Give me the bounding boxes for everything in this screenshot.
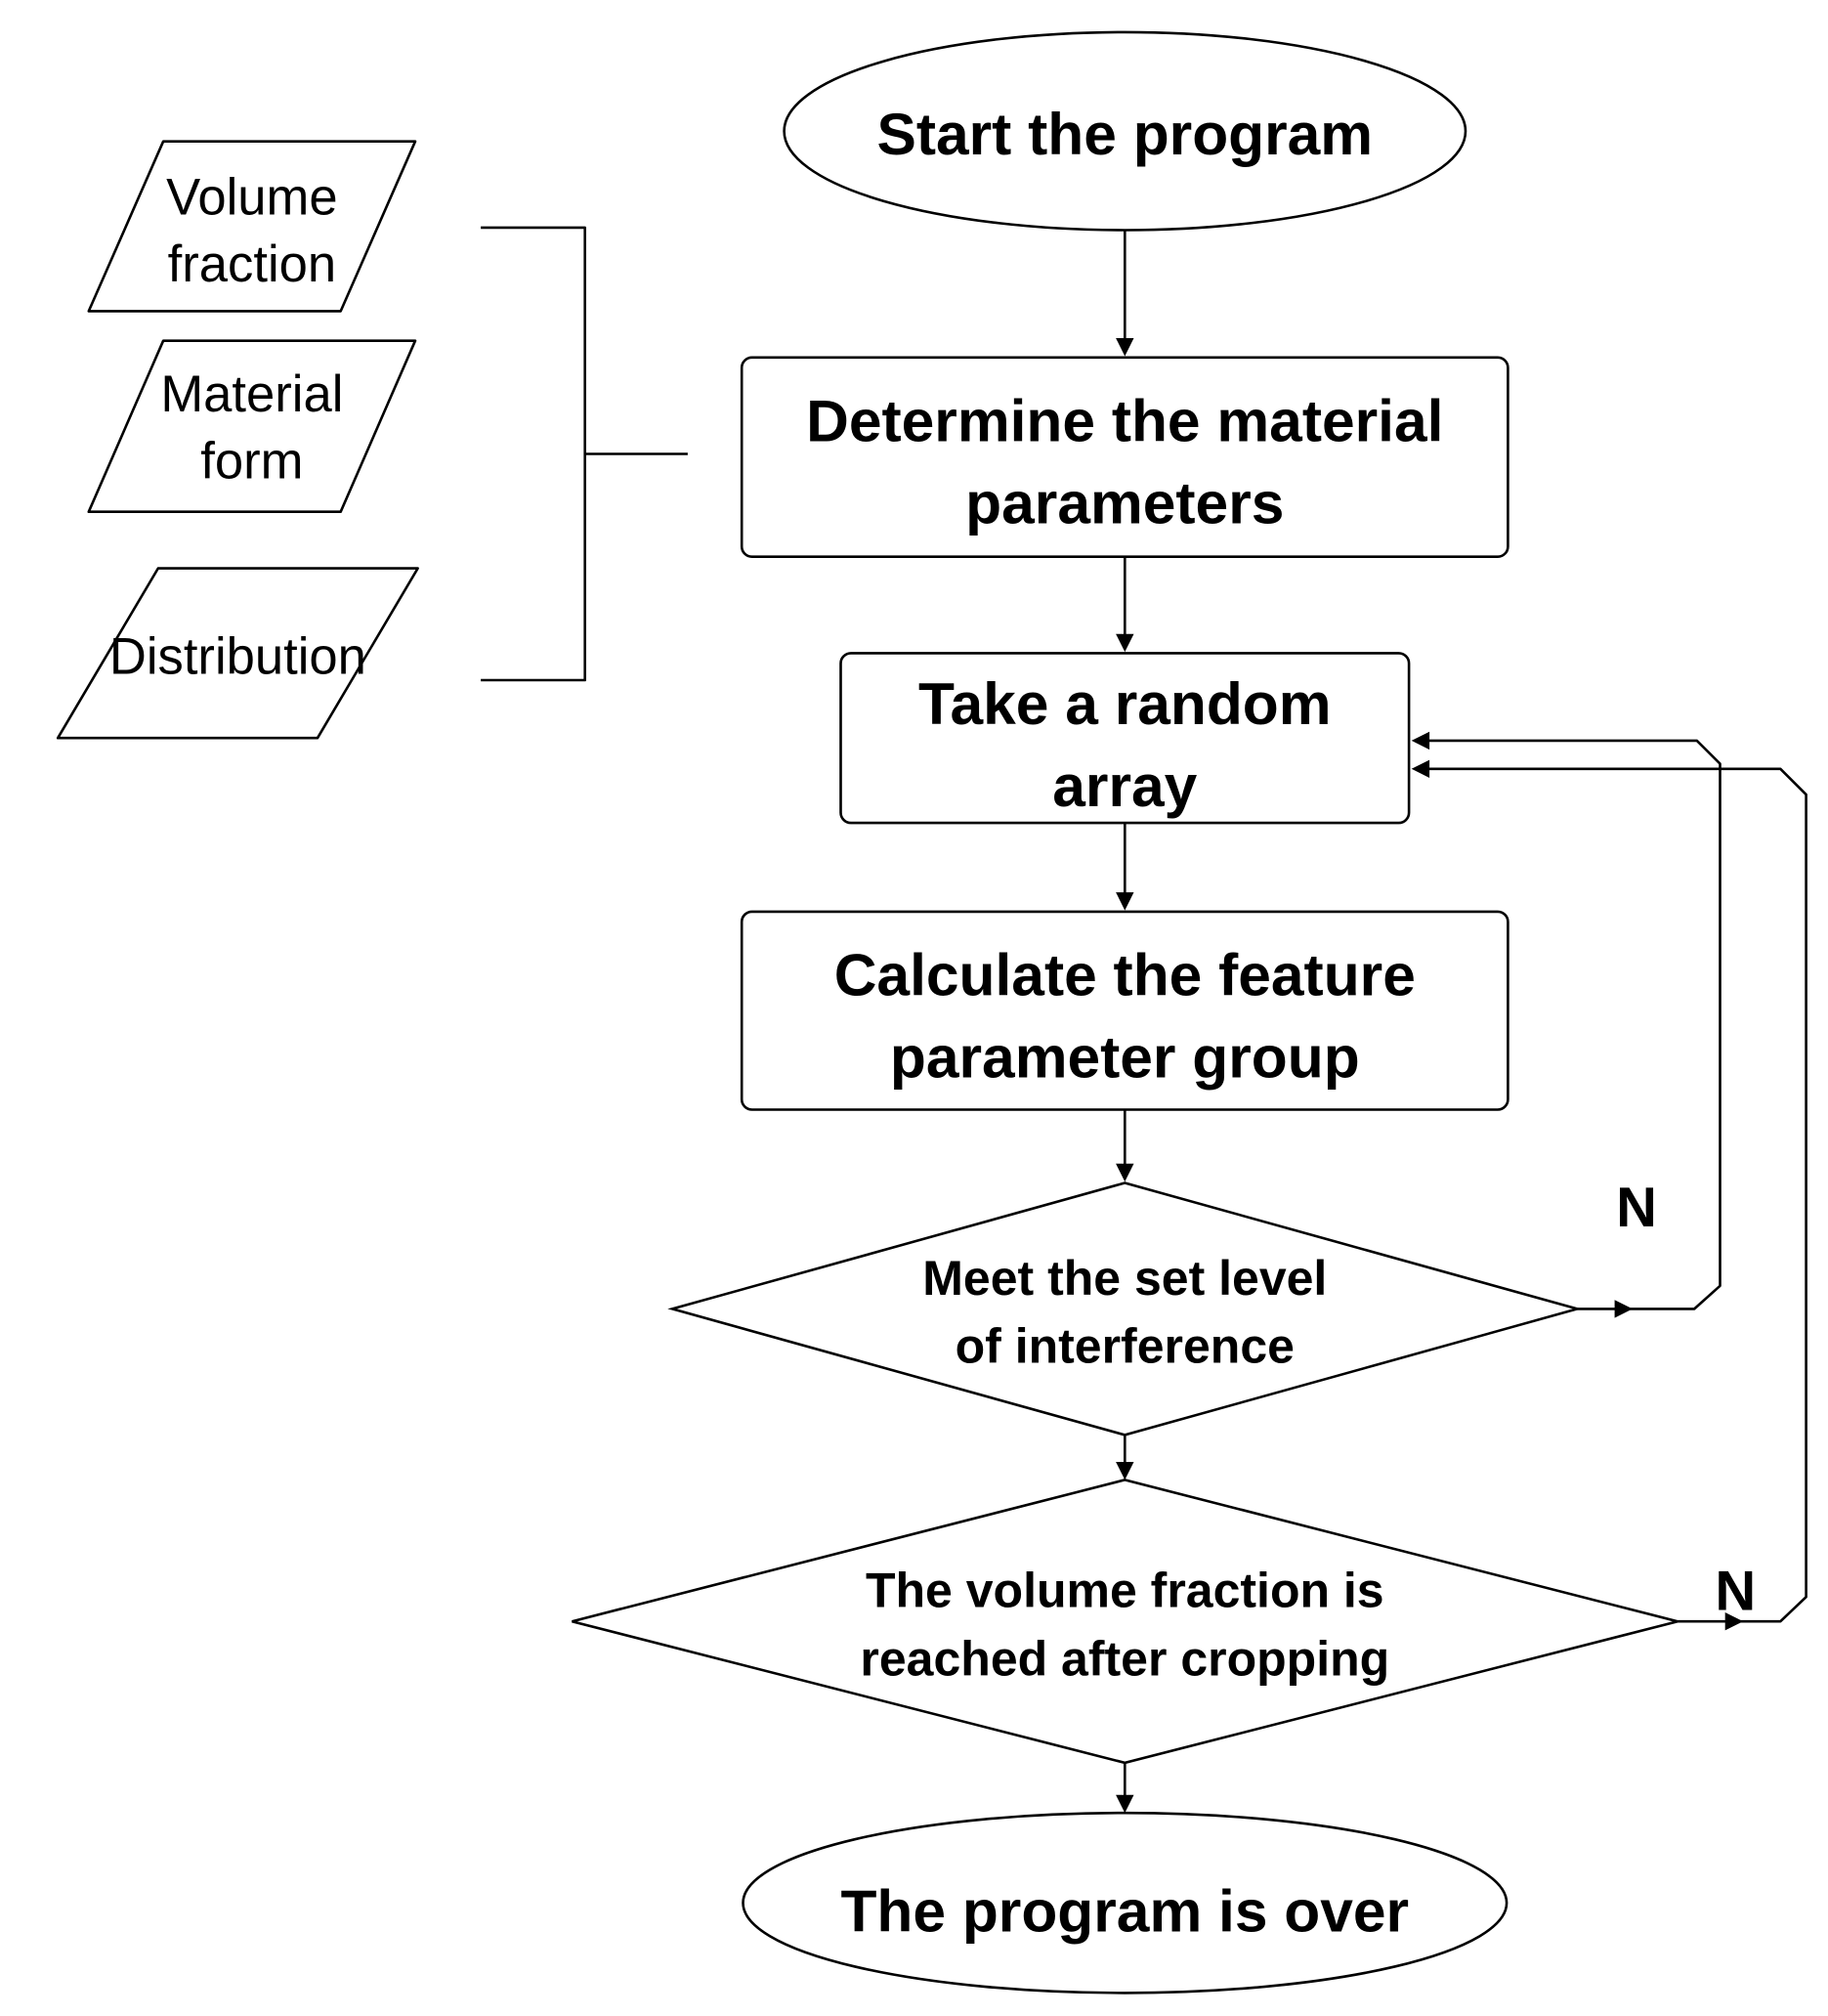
- edge-interference-no-loop-mid-arrowhead: [1614, 1300, 1633, 1318]
- interference-decision-node-line-2: of interference: [956, 1319, 1295, 1374]
- edge-volume-to-end-arrowhead: [1116, 1794, 1134, 1814]
- material-form-input-line-1: Material: [160, 365, 343, 423]
- take-random-array-node: [839, 652, 1411, 825]
- end-node: [742, 1811, 1509, 1995]
- nodes-layer: [56, 30, 1679, 1995]
- distribution-input: [56, 567, 419, 740]
- input-bracket: [481, 226, 587, 682]
- end-node-line-1: The program is over: [840, 1877, 1409, 1944]
- volume-fraction-decision-node-line-2: reached after cropping: [860, 1631, 1389, 1686]
- edge-take-array-to-calculate-arrowhead: [1116, 892, 1134, 911]
- volume-fraction-input: [87, 140, 417, 313]
- calculate-feature-node: [740, 910, 1509, 1111]
- edges-layer: [481, 226, 1807, 1814]
- volume-fraction-input-line-1: Volume: [166, 169, 337, 227]
- edge-volume-no-loop-arrowhead: [1411, 759, 1430, 778]
- volume-fraction-input-line-2: fraction: [168, 236, 336, 293]
- edge-volume-no-loop: [1426, 767, 1807, 1623]
- edge-volume-no-loop-mid-arrowhead: [1724, 1612, 1744, 1631]
- interference-decision-node: [667, 1181, 1583, 1437]
- start-node-line-1: Start the program: [876, 101, 1373, 167]
- edge-interference-no-loop-arrowhead: [1411, 731, 1430, 751]
- edge-label-no-5: N: [1616, 1177, 1657, 1239]
- material-form-input: [87, 339, 417, 514]
- edge-calculate-to-interference-arrowhead: [1116, 1163, 1134, 1182]
- distribution-input-line-1: Distribution: [109, 628, 366, 686]
- volume-fraction-decision-node: [572, 1479, 1679, 1765]
- edge-interference-to-volume-arrowhead: [1116, 1462, 1134, 1480]
- edge-start-to-determine-arrowhead: [1116, 338, 1134, 357]
- calculate-feature-node-line-1: Calculate the feature: [834, 941, 1416, 1008]
- interference-decision-node-line-1: Meet the set level: [922, 1251, 1327, 1306]
- calculate-feature-node-line-2: parameter group: [890, 1024, 1360, 1091]
- determine-parameters-node-line-1: Determine the material: [806, 387, 1443, 453]
- material-form-input-line-2: form: [200, 433, 303, 491]
- take-random-array-node-line-1: Take a random: [918, 670, 1332, 737]
- edge-label-no-7: N: [1715, 1560, 1756, 1622]
- volume-fraction-decision-node-line-1: The volume fraction is: [866, 1564, 1384, 1618]
- edge-determine-to-take-array-arrowhead: [1116, 633, 1134, 653]
- determine-parameters-node: [740, 356, 1509, 558]
- take-random-array-node-line-2: array: [1052, 752, 1197, 819]
- start-node: [783, 30, 1467, 232]
- determine-parameters-node-line-2: parameters: [965, 470, 1284, 536]
- edge-interference-no-loop: [1426, 739, 1722, 1310]
